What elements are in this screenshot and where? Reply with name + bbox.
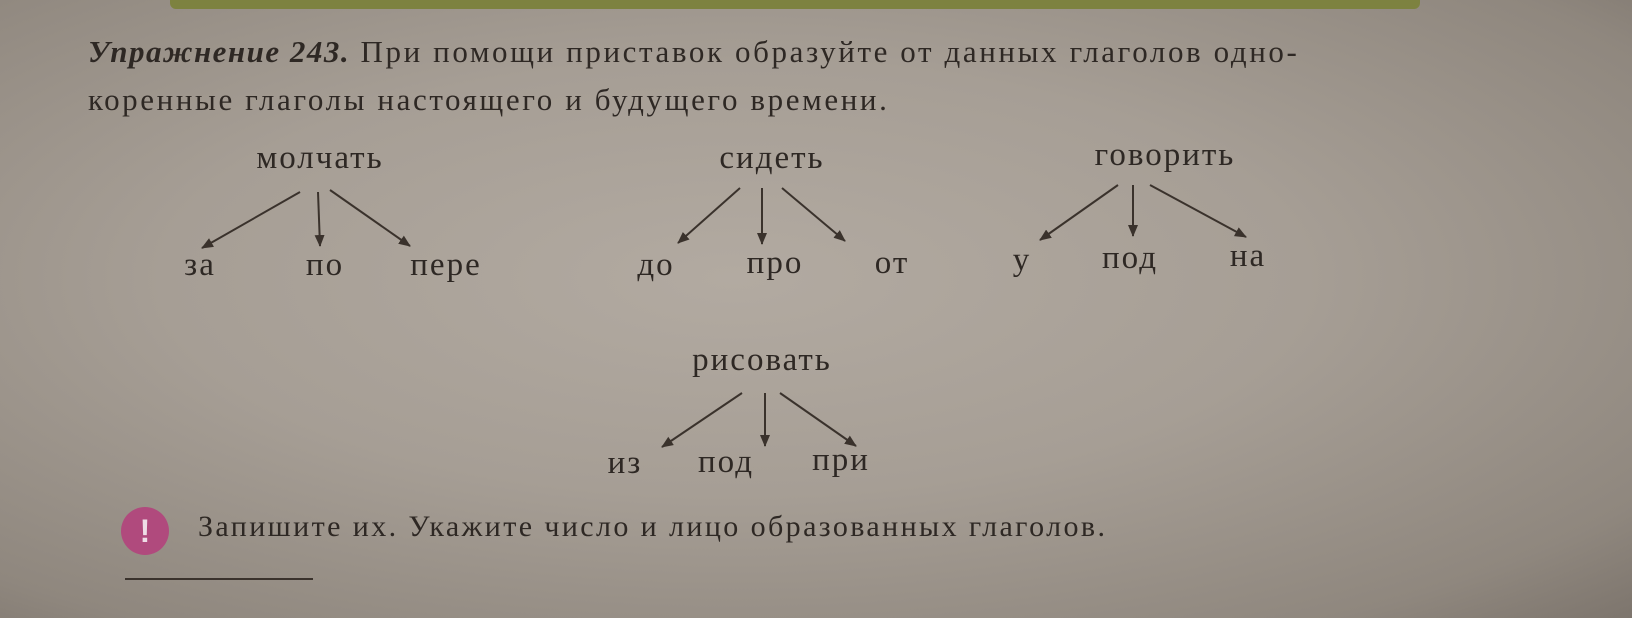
arrow	[201, 191, 301, 249]
task-note: Запишите их. Укажите число и лицо образо…	[198, 510, 1108, 543]
prefix: под	[698, 444, 754, 480]
arrow	[661, 392, 743, 448]
verb-govorit: говорить	[1094, 137, 1236, 173]
arrow	[779, 392, 857, 447]
prefix: по	[305, 247, 345, 283]
arrow	[1039, 184, 1119, 241]
page-header-bar	[170, 0, 1420, 9]
exclamation-icon: !	[121, 507, 169, 555]
prefix: под	[1102, 240, 1158, 276]
verb-molchat: молчать	[256, 140, 384, 176]
verb-risovat: рисовать	[692, 342, 832, 378]
arrow	[314, 191, 325, 247]
exercise-heading-line1: Упражнение 243. При помощи приставок обр…	[88, 34, 1299, 70]
prefix: до	[637, 247, 675, 283]
prefix: про	[746, 245, 804, 281]
exercise-text-line1: При помощи приставок образуйте от данных…	[360, 34, 1300, 69]
prefix: при	[812, 442, 870, 478]
prefix: на	[1229, 238, 1267, 274]
verb-sidet: сидеть	[719, 140, 825, 176]
prefix: из	[607, 445, 643, 481]
divider	[125, 578, 313, 580]
prefix: за	[184, 247, 216, 283]
arrow	[781, 187, 846, 242]
prefix: пере	[410, 247, 482, 283]
arrow	[1149, 184, 1247, 238]
arrow	[677, 187, 741, 244]
prefix: от	[874, 245, 910, 281]
exercise-title: Упражнение 243.	[88, 34, 351, 69]
arrow	[329, 189, 411, 247]
exercise-text-line2: коренные глаголы настоящего и будущего в…	[88, 82, 890, 117]
prefix: у	[1012, 242, 1032, 278]
